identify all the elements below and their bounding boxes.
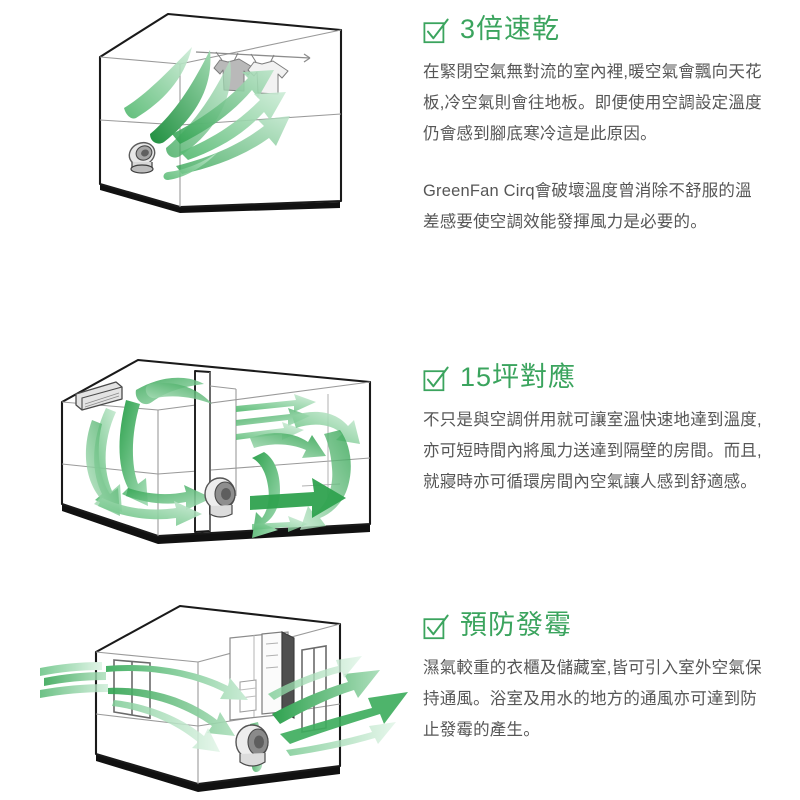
- feature-section-2: 15坪對應 不只是與空調併用就可讓室溫快速地達到溫度,亦可短時間內將風力送達到隔…: [0, 340, 800, 590]
- feature-heading-label-1: 3倍速乾: [460, 14, 561, 44]
- text-cell-1: 3倍速乾 在緊閉空氣無對流的室內裡,暖空氣會飄向天花板,冷空氣則會往地板。即便使…: [415, 0, 800, 238]
- circulator-fan: [235, 724, 269, 767]
- feature-paragraph-1-1: 在緊閉空氣無對流的室內裡,暖空氣會飄向天花板,冷空氣則會往地板。即便使用空調設定…: [423, 63, 762, 143]
- feature-heading-label-2: 15坪對應: [460, 362, 577, 392]
- circulator-fan: [204, 477, 236, 518]
- feature-paragraph-1-2: GreenFan Cirq會破壞溫度曾消除不舒服的溫差感要使空調效能發揮風力是必…: [423, 182, 752, 231]
- text-cell-3: 預防發霉 濕氣較重的衣櫃及儲藏室,皆可引入室外空氣保持通風。浴室及用水的地方的通…: [415, 590, 800, 746]
- ventilation-mold-prevention-illustration: [40, 604, 408, 792]
- feature-heading-1: 3倍速乾: [423, 16, 800, 43]
- checkbox-checked-icon: [423, 18, 449, 44]
- two-room-airflow-illustration: [60, 358, 372, 544]
- text-cell-2: 15坪對應 不只是與空調併用就可讓室溫快速地達到溫度,亦可短時間內將風力送達到隔…: [415, 340, 800, 498]
- air-conditioner-unit: [75, 381, 123, 411]
- feature-paragraph-3-1: 濕氣較重的衣櫃及儲藏室,皆可引入室外空氣保持通風。浴室及用水的地方的通風亦可達到…: [423, 659, 762, 739]
- checkbox-checked-icon: [423, 366, 449, 392]
- feature-heading-2: 15坪對應: [423, 364, 800, 391]
- circulator-fan: [128, 141, 156, 174]
- feature-section-3: 預防發霉 濕氣較重的衣櫃及儲藏室,皆可引入室外空氣保持通風。浴室及用水的地方的通…: [0, 590, 800, 800]
- feature-heading-3: 預防發霉: [423, 612, 800, 639]
- wardrobe-closet: [229, 631, 295, 721]
- feature-paragraph-2-1: 不只是與空調併用就可讓室溫快速地達到溫度,亦可短時間內將風力送達到隔壁的房間。而…: [423, 411, 762, 491]
- checkbox-checked-icon: [423, 614, 449, 640]
- room-laundry-drying-illustration: [98, 12, 343, 213]
- feature-section-1: 3倍速乾 在緊閉空氣無對流的室內裡,暖空氣會飄向天花板,冷空氣則會往地板。即便使…: [0, 0, 800, 340]
- feature-heading-label-3: 預防發霉: [460, 610, 572, 640]
